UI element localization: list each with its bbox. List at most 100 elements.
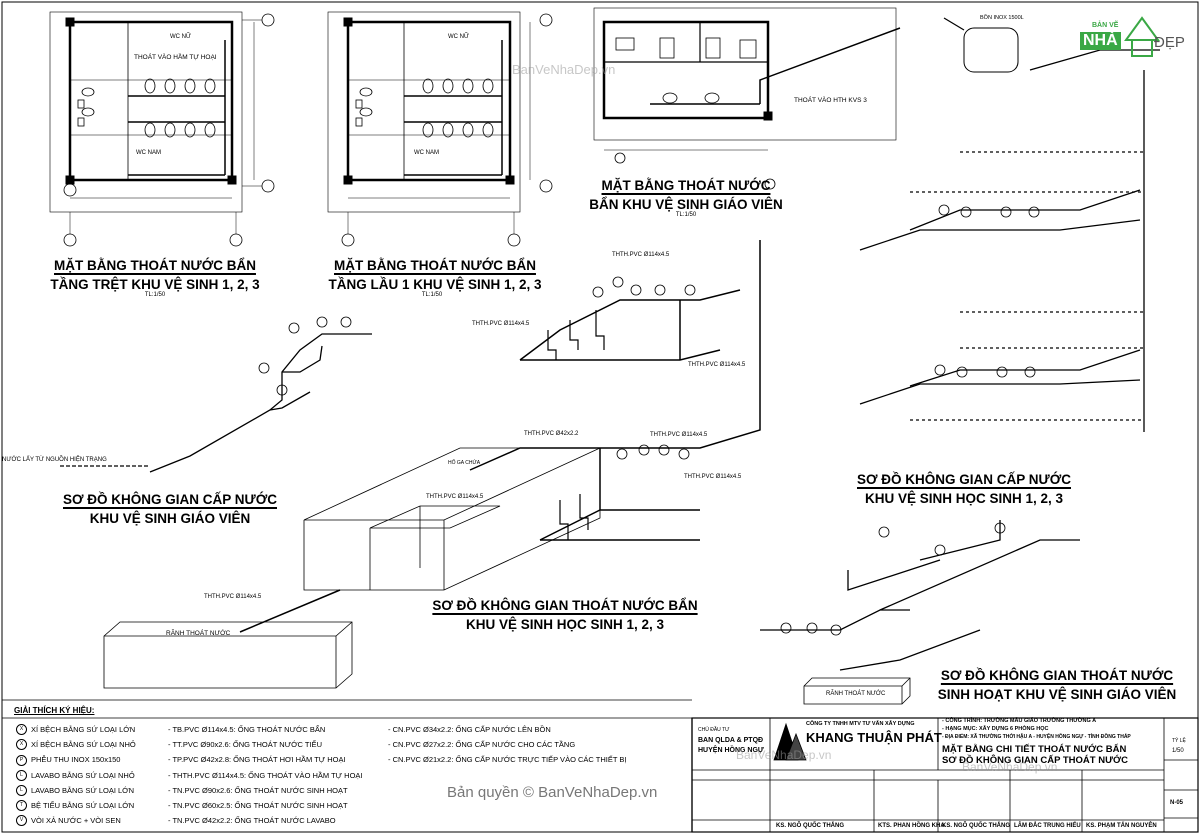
pipe-label: THTH.PVC Ø114x4.5 (204, 594, 262, 600)
signature-name: KS. NGÔ QUỐC THẮNG (776, 823, 845, 829)
brand-logo-icon (1124, 16, 1160, 57)
signature-name: LÂM ĐẮC TRUNG HIẾU (1014, 823, 1081, 829)
ratio-label: TỶ LỆ (1172, 738, 1186, 744)
legend-item: X XÍ BỆCH BẰNG SỨ LOẠI NHỎ (16, 737, 136, 752)
legend-pipe-item: - THTH.PVC Ø114x4.5: ỐNG THOÁT VÀO HẦM T… (168, 770, 363, 780)
watermark: BanVeNhaDep.vn (962, 760, 1058, 774)
annotation-trench: RÃNH THOÁT NƯỚC (166, 630, 231, 637)
legend-symbol-icon: X (16, 724, 27, 736)
legend-pipe-item: - TP.PVC Ø42x2.8: ỐNG THOÁT HƠI HẦM TỰ H… (168, 755, 346, 765)
legend-label: LAVABO BẰNG SỨ LOẠI NHỎ (31, 770, 135, 780)
signature-name: KS. NGÔ QUỐC THẮNG (942, 823, 1011, 829)
owner-name: BAN QLDA & PTQĐ (698, 737, 764, 744)
annotation-septic-outlet: THOÁT VÀO HẦM TỰ HOẠI (134, 54, 217, 61)
legend-symbol-icon: V (16, 815, 27, 827)
pipe-label: THTH.PVC Ø114x4.5 (688, 362, 746, 368)
annotation-wc-female: WC NỮ (170, 34, 192, 40)
legend-item: T BỆ TIỂU BẰNG SỨ LOẠI LỚN (16, 798, 136, 813)
title-line: SƠ ĐỒ KHÔNG GIAN THOÁT NƯỚC BẨN (432, 598, 698, 613)
legend-symbol-icon: P (16, 754, 27, 766)
pipe-label: THTH.PVC Ø114x4.5 (472, 321, 530, 327)
legend-pipe-item: - CN.PVC Ø21x2.2: ỐNG CẤP NƯỚC TRỰC TIẾP… (388, 755, 627, 765)
annotation-wc-male: WC NAM (136, 150, 161, 156)
title-line: SƠ ĐỒ KHÔNG GIAN CẤP NƯỚC (857, 472, 1071, 487)
scale-label: TL:1/50 (421, 292, 443, 298)
pipe-label: THTH.PVC Ø114x4.5 (612, 252, 670, 258)
title-supply-teacher: SƠ ĐỒ KHÔNG GIAN CẤP NƯỚC KHU VỆ SINH GI… (42, 490, 298, 528)
brand-logo-top: BẢN VẼ (1092, 22, 1119, 29)
title-drain-teacher: SƠ ĐỒ KHÔNG GIAN THOÁT NƯỚC SINH HOẠT KH… (912, 666, 1200, 704)
legend-label: VÒI XẢ NƯỚC + VÒI SEN (31, 816, 121, 826)
annotation-water-source: NƯỚC LẤY TỪ NGUỒN HIỆN TRẠNG (2, 457, 107, 463)
legend-pipe-item: - CN.PVC Ø27x2.2: ỐNG CẤP NƯỚC CHO CÁC T… (388, 740, 576, 750)
scale-label: TL:1/50 (144, 292, 166, 298)
copyright-notice: Bản quyền © BanVeNhaDep.vn (447, 784, 658, 801)
title-plan-first-floor: MẶT BẰNG THOÁT NƯỚC BẨN TẦNG LẦU 1 KHU V… (318, 256, 552, 294)
pipe-label: THTH.PVC Ø42x2.2 (524, 431, 579, 437)
title-line: KHU VỆ SINH HỌC SINH 1, 2, 3 (864, 491, 1064, 506)
legend-symbol-icon: T (16, 800, 27, 812)
legend-label: BỆ TIỂU BẰNG SỨ LOẠI LỚN (31, 801, 135, 811)
title-line: SƠ ĐỒ KHÔNG GIAN CẤP NƯỚC (63, 492, 277, 507)
title-line: BẨN KHU VỆ SINH GIÁO VIÊN (589, 197, 783, 212)
watermark: BanVeNhaDep.vn (512, 62, 616, 77)
legend-symbols: X XÍ BỆCH BẰNG SỨ LOẠI LỚN X XÍ BỆCH BẰNG S… (16, 722, 136, 828)
diagram-supply-student (859, 17, 1160, 432)
pipe-label: THTH.PVC Ø114x4.5 (426, 494, 484, 500)
project-item: - HẠNG MỤC: XÂY DỰNG 6 PHÒNG HỌC (942, 726, 1049, 732)
diagram-drain-teacher (760, 520, 1080, 705)
title-line: TẦNG LẦU 1 KHU VỆ SINH 1, 2, 3 (328, 277, 542, 292)
title-line: MẶT BẰNG THOÁT NƯỚC BẨN (54, 258, 256, 273)
owner-district: HUYỆN HỒNG NGỰ (698, 747, 764, 754)
brand-logo-nha: NHÀ (1080, 32, 1121, 50)
plan-ground-floor (49, 11, 275, 247)
pipe-label: THTH.PVC Ø114x4.5 (650, 432, 708, 438)
title-block-frame (2, 699, 1199, 833)
title-line: SƠ ĐỒ KHÔNG GIAN THOÁT NƯỚC (940, 668, 1174, 683)
annotation-pit: HỐ GA CHỨA (448, 460, 481, 466)
title-line: KHU VỆ SINH HỌC SINH 1, 2, 3 (465, 617, 665, 632)
ratio-value: 1/50 (1172, 748, 1184, 754)
legend-item: V VÒI XẢ NƯỚC + VÒI SEN (16, 813, 136, 828)
title-plan-teacher-wc: MẶT BẰNG THOÁT NƯỚC BẨN KHU VỆ SINH GIÁO… (588, 176, 784, 214)
legend-pipe-item: - TN.PVC Ø60x2.5: ỐNG THOÁT NƯỚC SINH HO… (168, 801, 348, 811)
title-line: KHU VỆ SINH GIÁO VIÊN (89, 511, 251, 526)
signature-name: KS. PHẠM TẤN NGUYÊN (1086, 823, 1157, 829)
legend-symbol-icon: X (16, 739, 27, 751)
brand-logo: BẢN VẼ NHÀ ĐẸP (1080, 14, 1190, 58)
signature-name: KTS. PHAN HỒNG KHA (878, 823, 945, 829)
legend-pipe-item: - CN.PVC Ø34x2.2: ỐNG CẤP NƯỚC LÊN BỒN (388, 725, 551, 734)
legend-symbol-icon: L (16, 784, 27, 796)
title-line: TẦNG TRỆT KHU VỆ SINH 1, 2, 3 (50, 277, 260, 292)
legend-pipe-item: - TN.PVC Ø90x2.6: ỐNG THOÁT NƯỚC SINH HO… (168, 785, 348, 795)
company-name: KHANG THUẬN PHÁT (806, 730, 942, 745)
annotation-tank: BỒN INOX 1500L (980, 15, 1024, 21)
diagram-drain-student (103, 240, 761, 689)
legend-drain-pipes: - TB.PVC Ø114x4.5: ỐNG THOÁT NƯỚC BẨN- T… (168, 722, 363, 828)
legend-supply-pipes: - CN.PVC Ø34x2.2: ỐNG CẤP NƯỚC LÊN BỒN - … (388, 722, 626, 768)
company-line: CÔNG TY TNHH MTV TƯ VẤN XÂY DỰNG (806, 721, 915, 727)
annotation-septic-outlet-kvs3: THOÁT VÀO HTH KVS 3 (794, 97, 867, 104)
owner-label: CHỦ ĐẦU TƯ (698, 727, 730, 733)
project-location: - ĐỊA ĐIỂM: XÃ THƯỜNG THỚI HẬU A - HUYỆN… (942, 734, 1131, 740)
legend-pipe-item: - TT.PVC Ø90x2.6: ỐNG THOÁT NƯỚC TIỂU (168, 740, 322, 750)
sheet-number: N-05 (1170, 800, 1184, 806)
annotation-wc-female: WC NỮ (448, 34, 470, 40)
drawing-title: MẶT BẰNG CHI TIẾT THOÁT NƯỚC BẨN (942, 744, 1127, 755)
plan-teacher-wc (593, 7, 901, 190)
diagram-supply-teacher (60, 316, 372, 473)
legend-label: XÍ BỆCH BẰNG SỨ LOẠI NHỎ (31, 740, 136, 750)
legend-title: GIẢI THÍCH KÝ HIỆU: (14, 706, 95, 715)
title-line: MẶT BẰNG THOÁT NƯỚC BẨN (334, 258, 536, 273)
title-plan-ground-floor: MẶT BẰNG THOÁT NƯỚC BẨN TẦNG TRỆT KHU VỆ… (40, 256, 270, 294)
watermark: BanVeNhaDep.vn (736, 748, 832, 762)
legend-label: XÍ BỆCH BẰNG SỨ LOẠI LỚN (31, 725, 136, 734)
title-line: SINH HOẠT KHU VỆ SINH GIÁO VIÊN (937, 687, 1177, 702)
brand-logo-dep: ĐẸP (1154, 34, 1185, 51)
title-line: MẶT BẰNG THOÁT NƯỚC (601, 178, 771, 193)
plan-first-floor (327, 11, 553, 247)
drawing-subtitle: SƠ ĐỒ KHÔNG GIAN CẤP THOÁT NƯỚC (942, 755, 1128, 766)
